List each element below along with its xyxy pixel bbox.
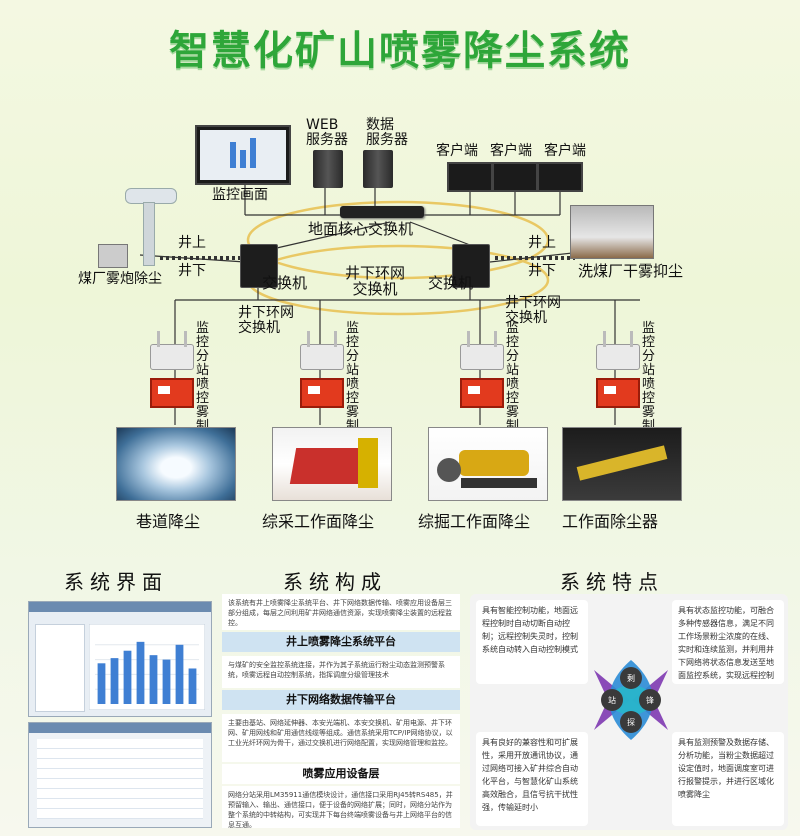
wash-plant-fog-label: 洗煤厂干雾抑尘 [578,262,684,280]
section-interface-title: 系统界面 [64,570,168,594]
below-label-right: 井下 [528,263,556,279]
switch-left-icon [240,244,278,288]
client-monitor-3 [537,162,583,192]
below-label-left: 井下 [178,263,206,279]
substation-icon-3 [460,331,504,370]
composition-text-2: 主要由基站、网络延伸器、本安光端机、本安交换机、矿用电源、井下环网、矿用网线和矿… [222,714,460,762]
chart-bar-6 [162,659,171,704]
features-center-graphic: 剩 锋 站 探 [594,660,668,740]
ring-right-label: 井下环网 交换机 [505,295,561,326]
composition-heading-3-box: 喷雾应用设备层 [222,764,460,784]
core-switch-icon [340,206,424,218]
client-label-3: 客户端 [544,143,586,159]
fog-cannon-tower [143,202,155,266]
coal-plant-fog-label: 煤厂雾炮除尘 [78,271,162,287]
interface-screenshot-grid [28,722,212,828]
substation-icon-1 [150,331,194,370]
db-server-icon [363,150,393,188]
above-label-right: 井上 [528,235,556,251]
feature-warning-analysis: 具有监测预警及数据存储、分析功能，当粉尘数据超过设定值时，地面调度室可进行报警提… [672,732,784,826]
center-char-1: 剩 [627,673,635,683]
monitor-display [195,125,291,185]
center-char-4: 探 [627,717,635,727]
spray-controller-icon-1 [150,378,194,408]
composition-heading-3: 喷雾应用设备层 [222,764,460,784]
scene-label-2: 综采工作面降尘 [262,512,375,531]
web-server-icon [313,150,343,188]
monitor-screen-label: 监控画面 [212,187,268,203]
composition-heading-1-box: 井上喷雾降尘系统平台 [222,632,460,652]
substation-label-1: 监控分站 [196,321,210,378]
client-monitor-2 [492,162,538,192]
wash-plant-pic [570,205,654,259]
substation-label-3: 监控分站 [506,321,520,378]
composition-heading-2-box: 井下网络数据传输平台 [222,690,460,710]
core-ring [246,200,550,280]
center-char-3: 站 [608,695,616,705]
coal-plant-pic [98,244,128,268]
substation-label-2: 监控分站 [346,321,360,378]
spray-controller-icon-4 [596,378,640,408]
substation-icon-2 [300,331,344,370]
core-switch-label: 地面核心交换机 [308,220,414,238]
substation-icon-4 [596,331,640,370]
composition-text-3: 网络分站采用LM35911通信模块设计，通信接口采用RJ45转RS485，并预留… [222,786,460,829]
chart-bar-3 [123,650,132,704]
client-label-1: 客户端 [436,143,478,159]
dust-collector-photo [562,427,682,501]
client-monitor-1 [447,162,493,192]
feature-status-monitoring: 具有状态监控功能，可融合多种传感器信息，满足不同工作场景粉尘浓度的在线、实时和连… [672,600,784,684]
web-server-label: WEB 服务器 [306,117,348,148]
switch-right-label: 交换机 [428,274,474,292]
chart-bar-8 [188,668,197,704]
chart-bar-1 [97,663,106,704]
spray-controller-icon-2 [300,378,344,408]
composition-heading-1: 井上喷雾降尘系统平台 [222,632,460,652]
fully-mechanized-photo [272,427,392,501]
scene-label-3: 综掘工作面降尘 [418,512,531,531]
bar-chart [89,624,205,710]
ring-center-label: 井下环网 交换机 [344,264,405,298]
center-char-2: 锋 [646,695,654,705]
tunnel-photo [116,427,236,501]
substation-label-4: 监控分站 [642,321,656,378]
chart-bar-7 [175,644,184,704]
interface-screenshot-chart [28,601,212,717]
switch-right-icon [452,244,490,288]
roadheader-photo [428,427,548,501]
chart-bar-2 [110,658,119,704]
switch-left-label: 交换机 [262,274,308,292]
page-title: 智慧化矿山喷雾降尘系统 [169,28,631,74]
chart-bar-5 [149,655,158,704]
section-features-title: 系统特点 [560,570,664,594]
feature-intelligent-control: 具有智能控制功能，地面远程控制时自动切断自动控制；远程控制失灵时，控制系统自动转… [476,600,588,684]
composition-intro: 该系统有井上喷雾降尘系统平台、井下网络数据传输、喷雾应用设备层三部分组成，每层之… [222,594,460,630]
composition-text-1: 与煤矿的安全监控系统连接，并作为其子系统运行粉尘动态监测预警系统，喷雾远程自动控… [222,656,460,688]
db-server-label: 数据 服务器 [366,117,408,148]
scene-label-4: 工作面除尘器 [562,512,659,531]
client-label-2: 客户端 [490,143,532,159]
ring-left-label: 井下环网 交换机 [238,305,294,336]
composition-heading-2: 井下网络数据传输平台 [222,690,460,710]
section-composition-title: 系统构成 [283,570,387,594]
chart-bar-4 [136,641,145,704]
above-label-left: 井上 [178,235,206,251]
spray-controller-icon-3 [460,378,504,408]
feature-compatibility: 具有良好的兼容性和可扩展性，采用开放通讯协议，通过网络可接入矿井综合自动化平台，… [476,732,588,826]
scene-label-1: 巷道降尘 [136,512,201,531]
